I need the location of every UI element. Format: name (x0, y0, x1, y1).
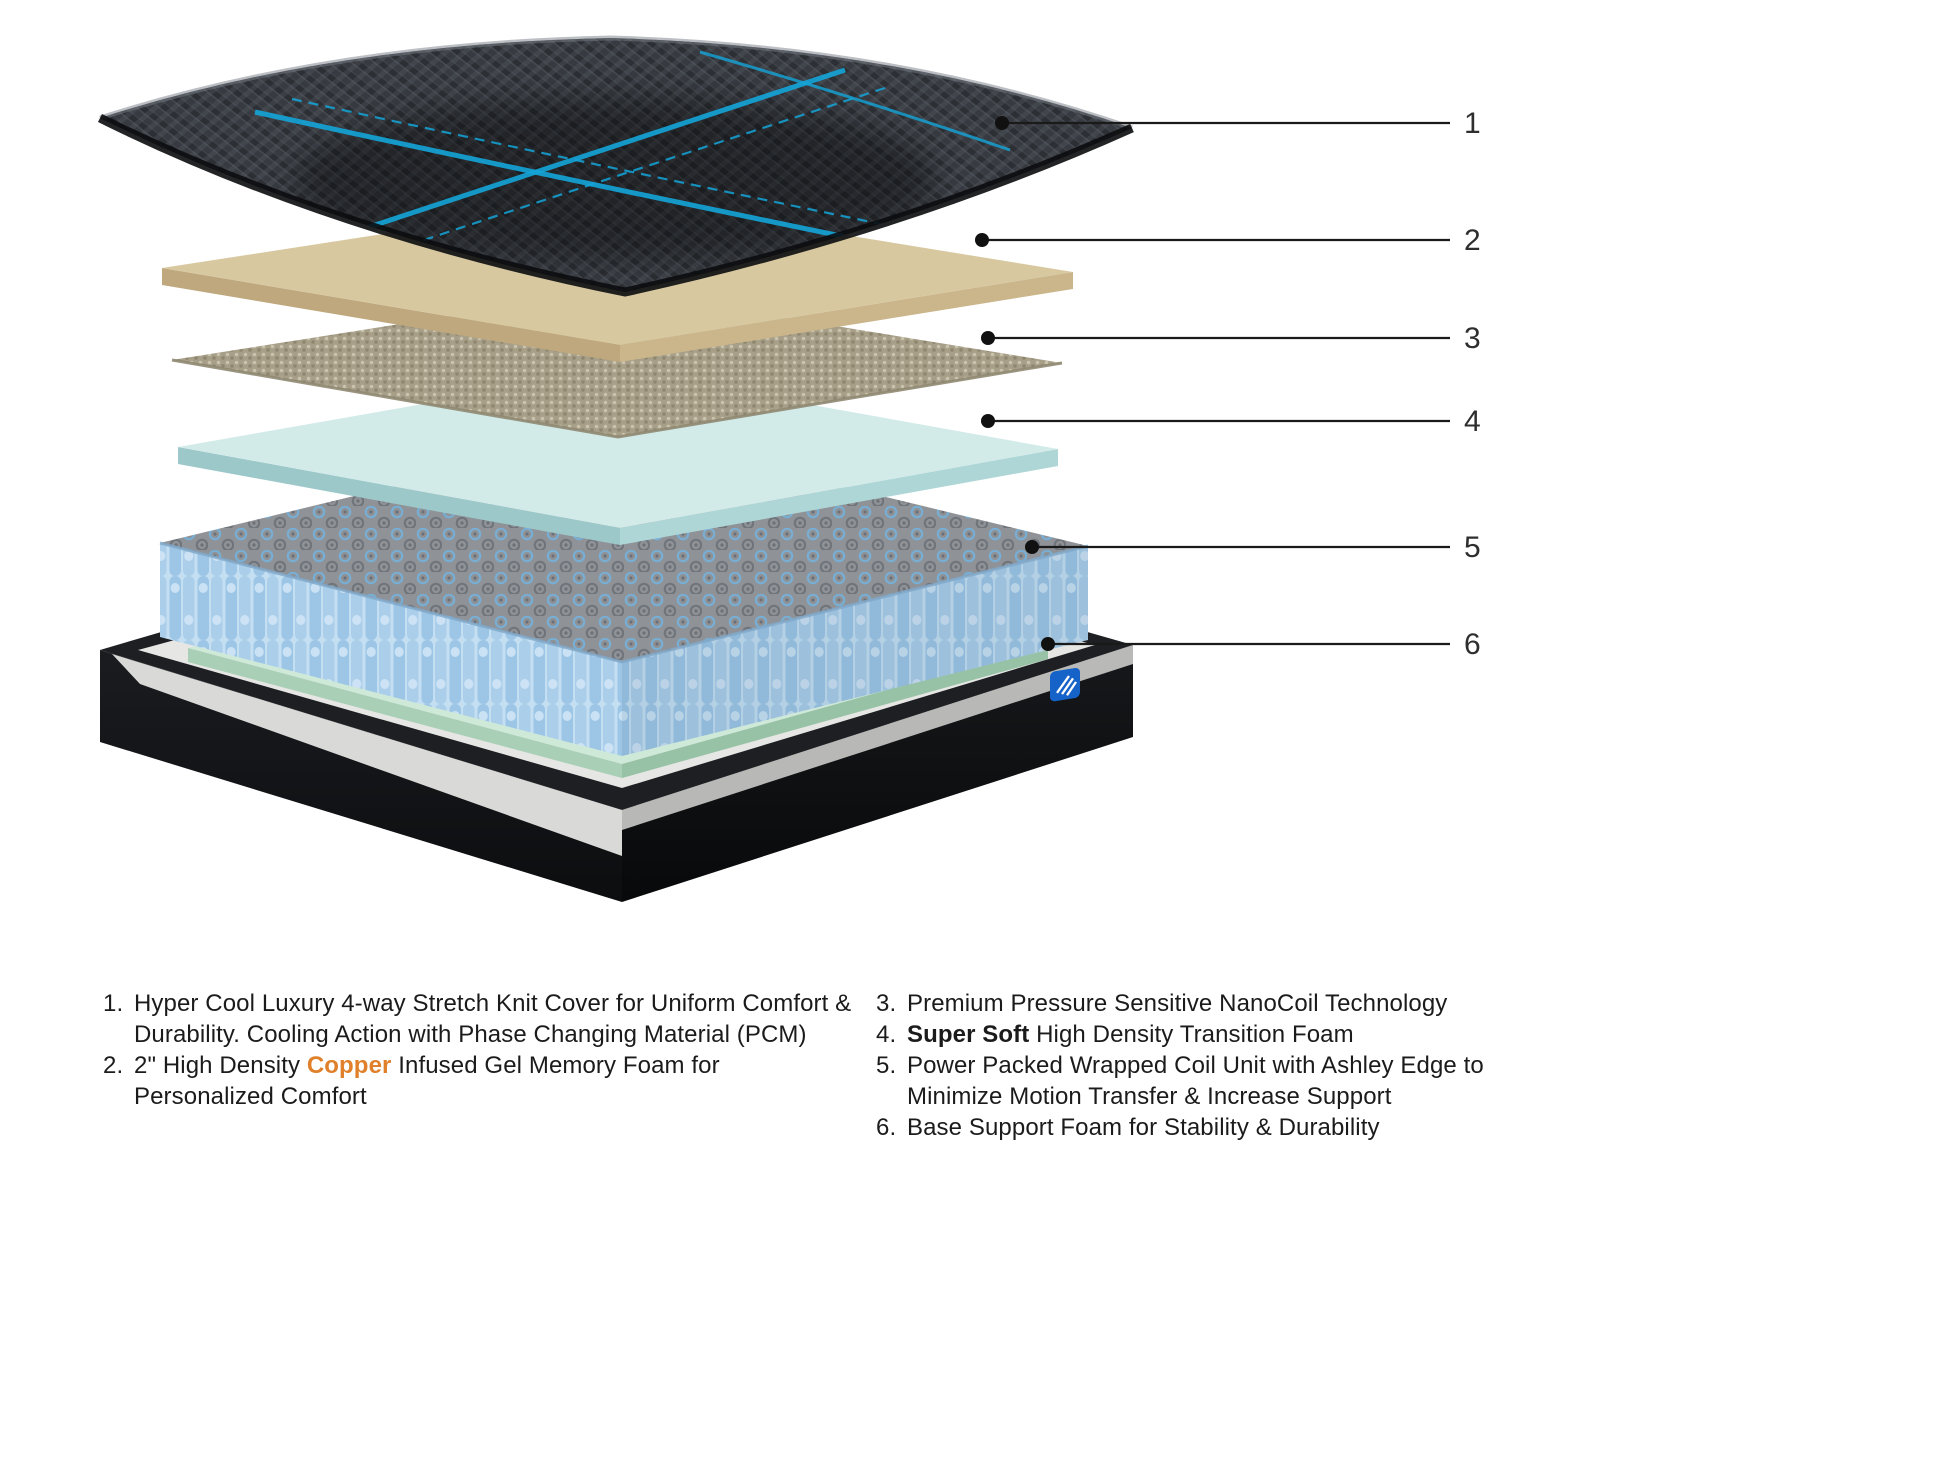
legend-column-right: 3. Premium Pressure Sensitive NanoCoil Te… (876, 988, 1484, 1143)
layer-wrapped-coil-unit (159, 432, 1089, 756)
legend-highlight-copper: Copper (306, 1052, 392, 1079)
base-front-right-face (622, 645, 1133, 902)
legend-item-number: 3. (876, 990, 897, 1017)
legend-highlight-bold: Super Soft (907, 1021, 1030, 1048)
callout-dot (1025, 540, 1039, 554)
legend-text-segment: Premium Pressure Sensitive NanoCoil Tech… (907, 990, 1448, 1017)
callout-dot (981, 331, 995, 345)
legend-text-segment: 2" High Density (134, 1052, 307, 1079)
legend-item-number: 4. (876, 1021, 897, 1048)
legend-item-1: 1. Hyper Cool Luxury 4-way Stretch Knit C… (103, 988, 851, 1050)
callout-number: 3 (1464, 322, 1481, 355)
knit-cover-rim-highlight (99, 35, 1133, 131)
legend-item-number: 2. (103, 1052, 124, 1079)
callout-number: 2 (1464, 224, 1481, 257)
transition-foam-top (178, 370, 1058, 528)
callout-dot (981, 414, 995, 428)
brand-logo-icon (1050, 667, 1080, 702)
legend-item-6: 6. Base Support Foam for Stability & Dura… (876, 1112, 1484, 1143)
base-edge-trim-right (622, 645, 1133, 830)
coil-unit-top-edge (159, 541, 1089, 664)
knit-cover-accent-stripe (254, 109, 871, 245)
coil-unit-left-side (160, 543, 622, 756)
legend-text-segment: Hyper Cool Luxury 4-way Stretch Knit Cov… (134, 990, 852, 1048)
layer-nanocoil (171, 290, 1063, 439)
nanocoil-front-edge (171, 358, 1063, 439)
base-foam-edge-left (188, 648, 622, 778)
callout-number: 6 (1464, 628, 1481, 661)
callouts: 1 2 3 4 5 6 (975, 107, 1481, 661)
legend-item-number: 5. (876, 1052, 897, 1079)
legend-column-left: 1. Hyper Cool Luxury 4-way Stretch Knit C… (103, 988, 851, 1112)
callout-5: 5 (1025, 531, 1481, 564)
legend-item-text: Base Support Foam for Stability & Durabi… (907, 1112, 1380, 1143)
layer-transition-foam (178, 370, 1058, 545)
transition-foam-edge-left (178, 447, 620, 545)
callout-1: 1 (995, 107, 1481, 140)
callout-3: 3 (981, 322, 1481, 355)
callout-number: 4 (1464, 405, 1481, 438)
callout-dot (975, 233, 989, 247)
legend-item-4: 4. Super Soft High Density Transition Foa… (876, 1019, 1484, 1050)
knit-cover-accent-stripe (699, 50, 1011, 152)
knit-cover-accent-stripe (384, 86, 886, 255)
callout-4: 4 (981, 405, 1481, 438)
legend-item-text: Hyper Cool Luxury 4-way Stretch Knit Cov… (134, 988, 851, 1050)
legend-item-text: Super Soft High Density Transition Foam (907, 1019, 1354, 1050)
callout-dot (1041, 637, 1055, 651)
legend-text-segment: Power Packed Wrapped Coil Unit with Ashl… (907, 1052, 1484, 1110)
legend-item-3: 3. Premium Pressure Sensitive NanoCoil Te… (876, 988, 1484, 1019)
memory-foam-edge-left (162, 268, 620, 362)
legend-item-text: Power Packed Wrapped Coil Unit with Ashl… (907, 1050, 1484, 1112)
legend-item-2: 2. 2" High Density Copper Infused Gel Mem… (103, 1050, 851, 1112)
legend-text-segment: Infused Gel Memory Foam for Personalized… (134, 1052, 720, 1110)
memory-foam-edge-right (620, 272, 1073, 362)
transition-foam-edge-right (620, 449, 1058, 545)
callout-dot (995, 116, 1009, 130)
legend-item-number: 6. (876, 1114, 897, 1141)
legend-item-number: 1. (103, 990, 124, 1017)
legend-item-text: Premium Pressure Sensitive NanoCoil Tech… (907, 988, 1447, 1019)
legend-text-segment: High Density Transition Foam (1029, 1021, 1354, 1048)
coil-unit-right-side (622, 546, 1088, 756)
knit-cover-under-edge (98, 113, 1134, 297)
legend-text-segment: Base Support Foam for Stability & Durabi… (907, 1114, 1380, 1141)
base-foam-edge-right (622, 645, 1048, 778)
nanocoil-sheet (172, 290, 1062, 437)
callout-2: 2 (975, 224, 1481, 257)
callout-number: 5 (1464, 531, 1481, 564)
legend-item-text: 2" High Density Copper Infused Gel Memor… (134, 1050, 720, 1112)
knit-cover-accent-stripe (344, 67, 846, 238)
callout-number: 1 (1464, 107, 1481, 140)
knit-cover-accent-stripe (291, 97, 906, 231)
legend-item-5: 5. Power Packed Wrapped Coil Unit with As… (876, 1050, 1484, 1112)
base-edge-trim-left (112, 654, 622, 856)
callout-6: 6 (1041, 628, 1481, 661)
coil-unit-right-shade (622, 546, 1088, 756)
